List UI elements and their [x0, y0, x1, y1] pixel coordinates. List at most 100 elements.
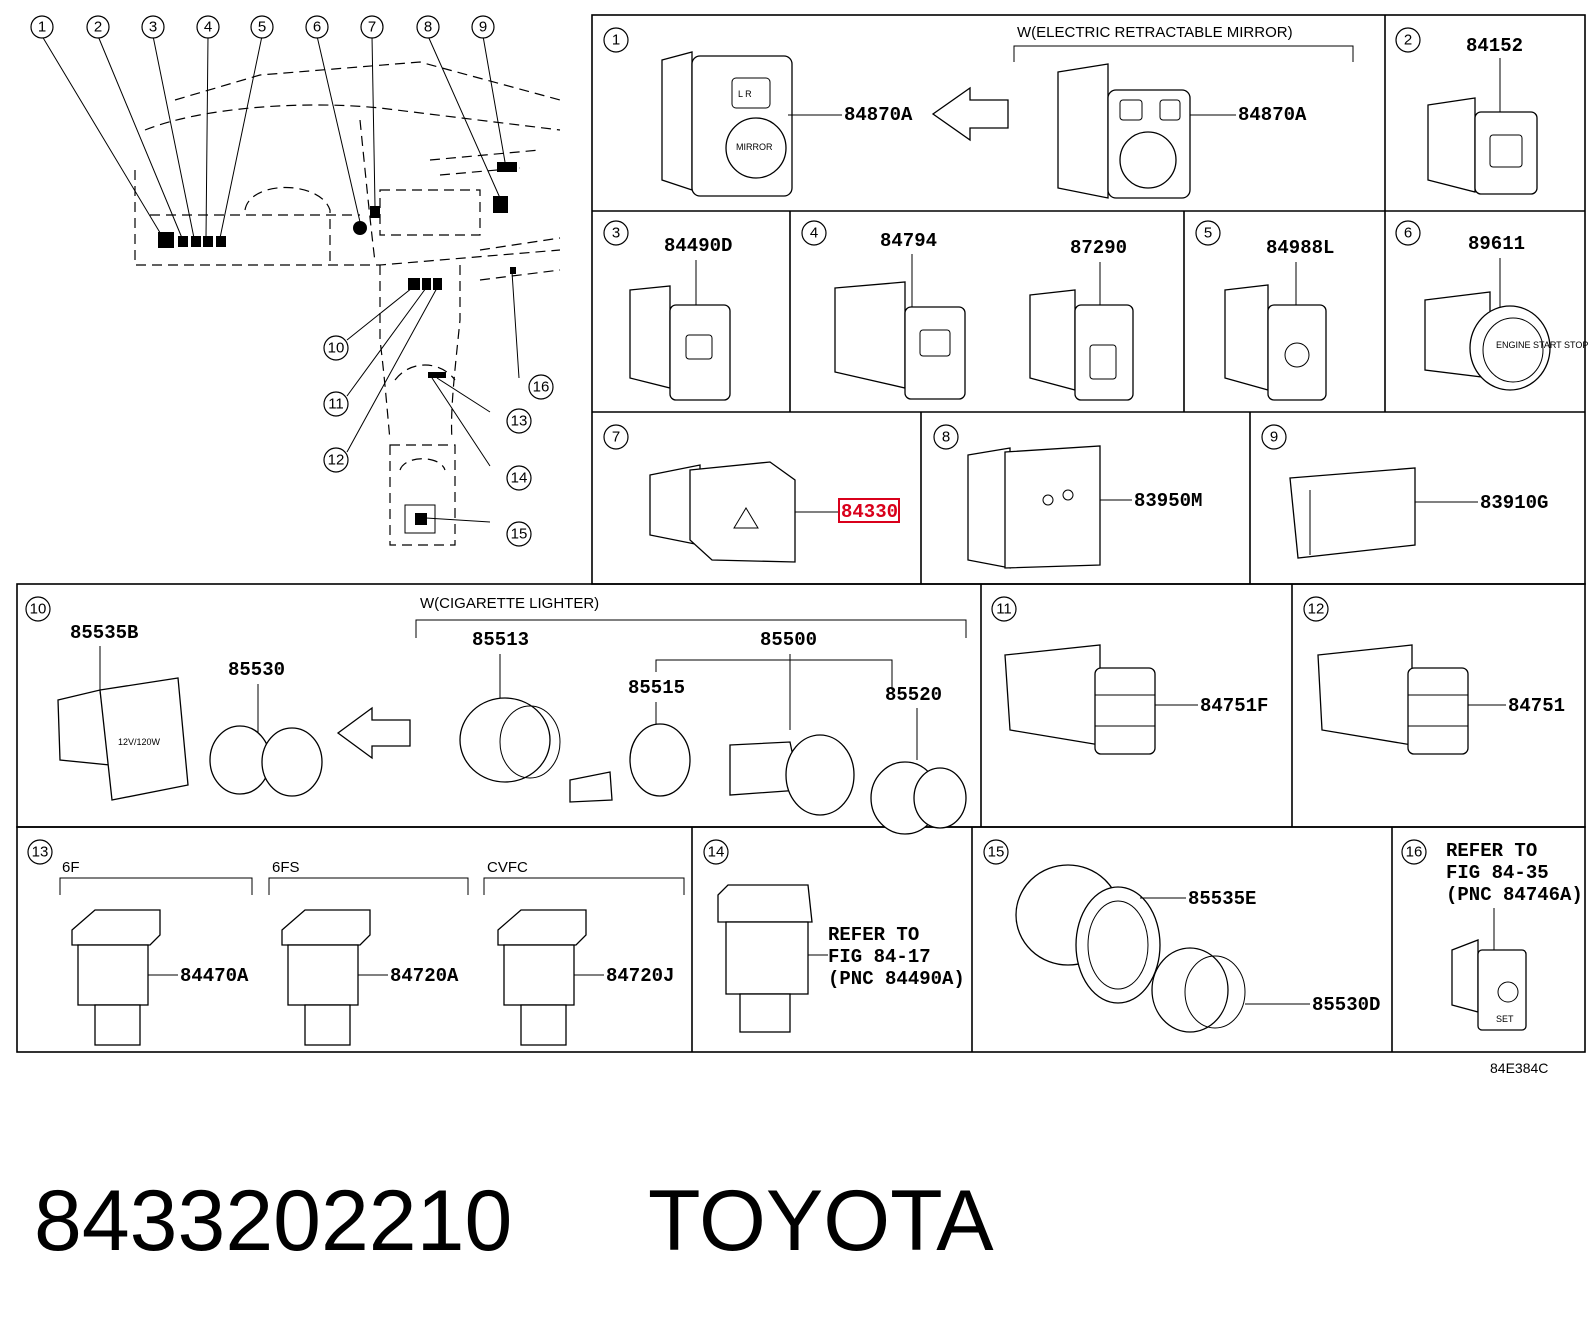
part-84794[interactable]: 84794	[880, 230, 937, 252]
callout-8-label: 8	[424, 19, 432, 36]
part-85535b[interactable]: 85535B	[70, 622, 138, 644]
part-84870a-right[interactable]: 84870A	[1238, 104, 1307, 126]
part-89611[interactable]: 89611	[1468, 233, 1525, 255]
cigarette-lighter-note: W(CIGARETTE LIGHTER)	[420, 595, 599, 612]
panel-12-callout	[1303, 596, 1329, 622]
panel-5: 5 84988L	[1195, 220, 1334, 401]
callout-2-label: 2	[94, 19, 102, 36]
refer-note-14-line2: FIG 84-17	[828, 946, 931, 968]
panel-2-callout	[1395, 27, 1421, 53]
panel-6-callout	[1395, 220, 1421, 246]
group-6f: 6F	[62, 859, 80, 876]
part-85520[interactable]: 85520	[885, 684, 942, 706]
replacement-arrow	[931, 86, 1009, 142]
panel-16-callout	[1401, 839, 1427, 865]
callout-11	[323, 391, 349, 417]
panel-13-number: 13	[32, 844, 49, 861]
part-84330-highlighted[interactable]: 84330	[841, 501, 898, 523]
callout-13	[506, 408, 532, 434]
callout-16-label: 16	[533, 379, 550, 396]
panel-7: 7 84330	[603, 424, 900, 563]
engine-start-button-label: ENGINE START STOP	[1496, 340, 1588, 350]
panel-1-callout	[603, 27, 629, 53]
panel-8: 8 83950M	[933, 424, 1202, 569]
callout-3-label: 3	[149, 19, 157, 36]
callout-8	[416, 15, 440, 39]
part-85530d[interactable]: 85530D	[1312, 994, 1380, 1016]
panel-15: 15 85535E 85530D	[983, 839, 1380, 1033]
part-83950m[interactable]: 83950M	[1134, 490, 1202, 512]
switch-84720j	[497, 909, 587, 1046]
part-84988l[interactable]: 84988L	[1266, 237, 1334, 259]
panel-13: 13 6F 6FS CVFC 84470A 84720A 84720J	[27, 839, 685, 1046]
part-number-title: 8433202210	[34, 1173, 512, 1269]
panel-9-number: 9	[1270, 429, 1278, 446]
refer-note-16-line3: (PNC 84746A)	[1446, 884, 1583, 906]
panel-12-number: 12	[1308, 601, 1325, 618]
part-84870a-left[interactable]: 84870A	[844, 104, 913, 126]
callout-13-label: 13	[511, 413, 528, 430]
part-85530[interactable]: 85530	[228, 659, 285, 681]
part-84470a[interactable]: 84470A	[180, 965, 249, 987]
panel-grid	[16, 14, 1586, 1053]
panel-4-number: 4	[810, 225, 818, 242]
panel-3: 3 84490D	[603, 220, 732, 401]
part-85500[interactable]: 85500	[760, 629, 817, 651]
callout-14	[506, 465, 532, 491]
socket-rating-label: 12V/120W	[118, 737, 161, 747]
part-84720a[interactable]: 84720A	[390, 965, 459, 987]
switch-84720a	[281, 909, 371, 1046]
panel-6: 6 89611 ENGINE START STOP	[1395, 220, 1588, 391]
mirror-button-label: MIRROR	[736, 142, 773, 152]
group-6fs: 6FS	[272, 859, 300, 876]
panel-5-callout	[1195, 220, 1221, 246]
callout-4	[196, 15, 220, 39]
refer-note-16-line2: FIG 84-35	[1446, 862, 1549, 884]
callout-1	[30, 15, 54, 39]
callout-7-label: 7	[368, 19, 376, 36]
callout-2	[86, 15, 110, 39]
callout-3	[141, 15, 165, 39]
set-button-label: SET	[1496, 1014, 1514, 1024]
panel-7-callout	[603, 424, 629, 450]
panel-6-number: 6	[1404, 225, 1412, 242]
panel-10: 10 W(CIGARETTE LIGHTER) 85535B 12V/120W …	[25, 595, 967, 835]
panel-9: 9 83910G	[1261, 424, 1548, 559]
part-87290[interactable]: 87290	[1070, 237, 1127, 259]
mirror-switch-left: L R MIRROR	[661, 51, 793, 197]
callout-12-label: 12	[328, 452, 345, 469]
panel-3-number: 3	[612, 225, 620, 242]
callout-14-label: 14	[511, 470, 528, 487]
callout-5	[250, 15, 274, 39]
callout-10-label: 10	[328, 340, 345, 357]
callout-9-label: 9	[479, 19, 487, 36]
panel-2-number: 2	[1404, 32, 1412, 49]
part-84751f[interactable]: 84751F	[1200, 695, 1268, 717]
panel-16: 16 REFER TO FIG 84-35 (PNC 84746A) SET	[1401, 839, 1583, 1031]
panel-15-callout	[983, 839, 1009, 865]
panel-14-callout	[703, 839, 729, 865]
highlight-box	[838, 498, 900, 523]
part-84720j[interactable]: 84720J	[606, 965, 674, 987]
figure-code: 84E384C	[1490, 1060, 1548, 1076]
callout-6	[305, 15, 329, 39]
panel-1: 1 W(ELECTRIC RETRACTABLE MIRROR) L R MIR…	[603, 24, 1354, 199]
mirror-variant-note: W(ELECTRIC RETRACTABLE MIRROR)	[1017, 24, 1293, 41]
part-84152[interactable]: 84152	[1466, 35, 1523, 57]
callout-7	[360, 15, 384, 39]
refer-note-16-line1: REFER TO	[1446, 840, 1537, 862]
panel-2: 2 84152	[1395, 27, 1538, 195]
part-85515[interactable]: 85515	[628, 677, 685, 699]
part-84490d[interactable]: 84490D	[664, 235, 732, 257]
overview-callouts: 1 2 3 4 5 6 7 8 9 10 11 12 13 14 15 16	[30, 15, 554, 547]
part-84751[interactable]: 84751	[1508, 695, 1565, 717]
part-83910g[interactable]: 83910G	[1480, 492, 1548, 514]
callout-5-label: 5	[258, 19, 266, 36]
part-85535e[interactable]: 85535E	[1188, 888, 1256, 910]
callout-12	[323, 447, 349, 473]
part-85513[interactable]: 85513	[472, 629, 529, 651]
group-cvfc: CVFC	[487, 859, 528, 876]
callout-10	[323, 335, 349, 361]
dashboard-overview	[41, 35, 561, 546]
lighter-arrow	[336, 706, 411, 760]
